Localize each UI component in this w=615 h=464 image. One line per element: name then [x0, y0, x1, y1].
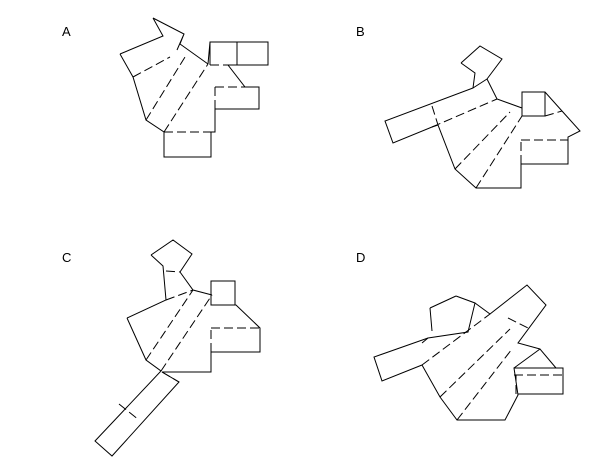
option-a-label: A: [62, 24, 71, 39]
option-c[interactable]: C: [62, 239, 261, 457]
option-d[interactable]: D: [356, 250, 564, 421]
option-b-label: B: [356, 24, 365, 39]
option-c-outline: [94, 239, 261, 457]
option-d-label: D: [356, 250, 365, 265]
option-b-face-right: [521, 92, 546, 117]
option-d-net: [373, 284, 564, 421]
option-c-label: C: [62, 250, 71, 265]
option-d-outline: [373, 284, 564, 421]
option-d-fold-lines: [421, 313, 563, 421]
option-b-outline: [384, 45, 581, 189]
option-c-fold-lines: [118, 270, 260, 421]
option-a[interactable]: A: [62, 17, 269, 158]
option-b-net: [384, 45, 581, 189]
option-b-fold-lines: [431, 98, 568, 189]
option-a-outline: [119, 17, 269, 158]
option-a-face-top-right: [209, 42, 238, 65]
option-a-net: [119, 17, 269, 158]
option-a-fold-lines: [132, 56, 245, 133]
option-b[interactable]: B: [356, 24, 581, 189]
option-c-net: [94, 239, 261, 457]
